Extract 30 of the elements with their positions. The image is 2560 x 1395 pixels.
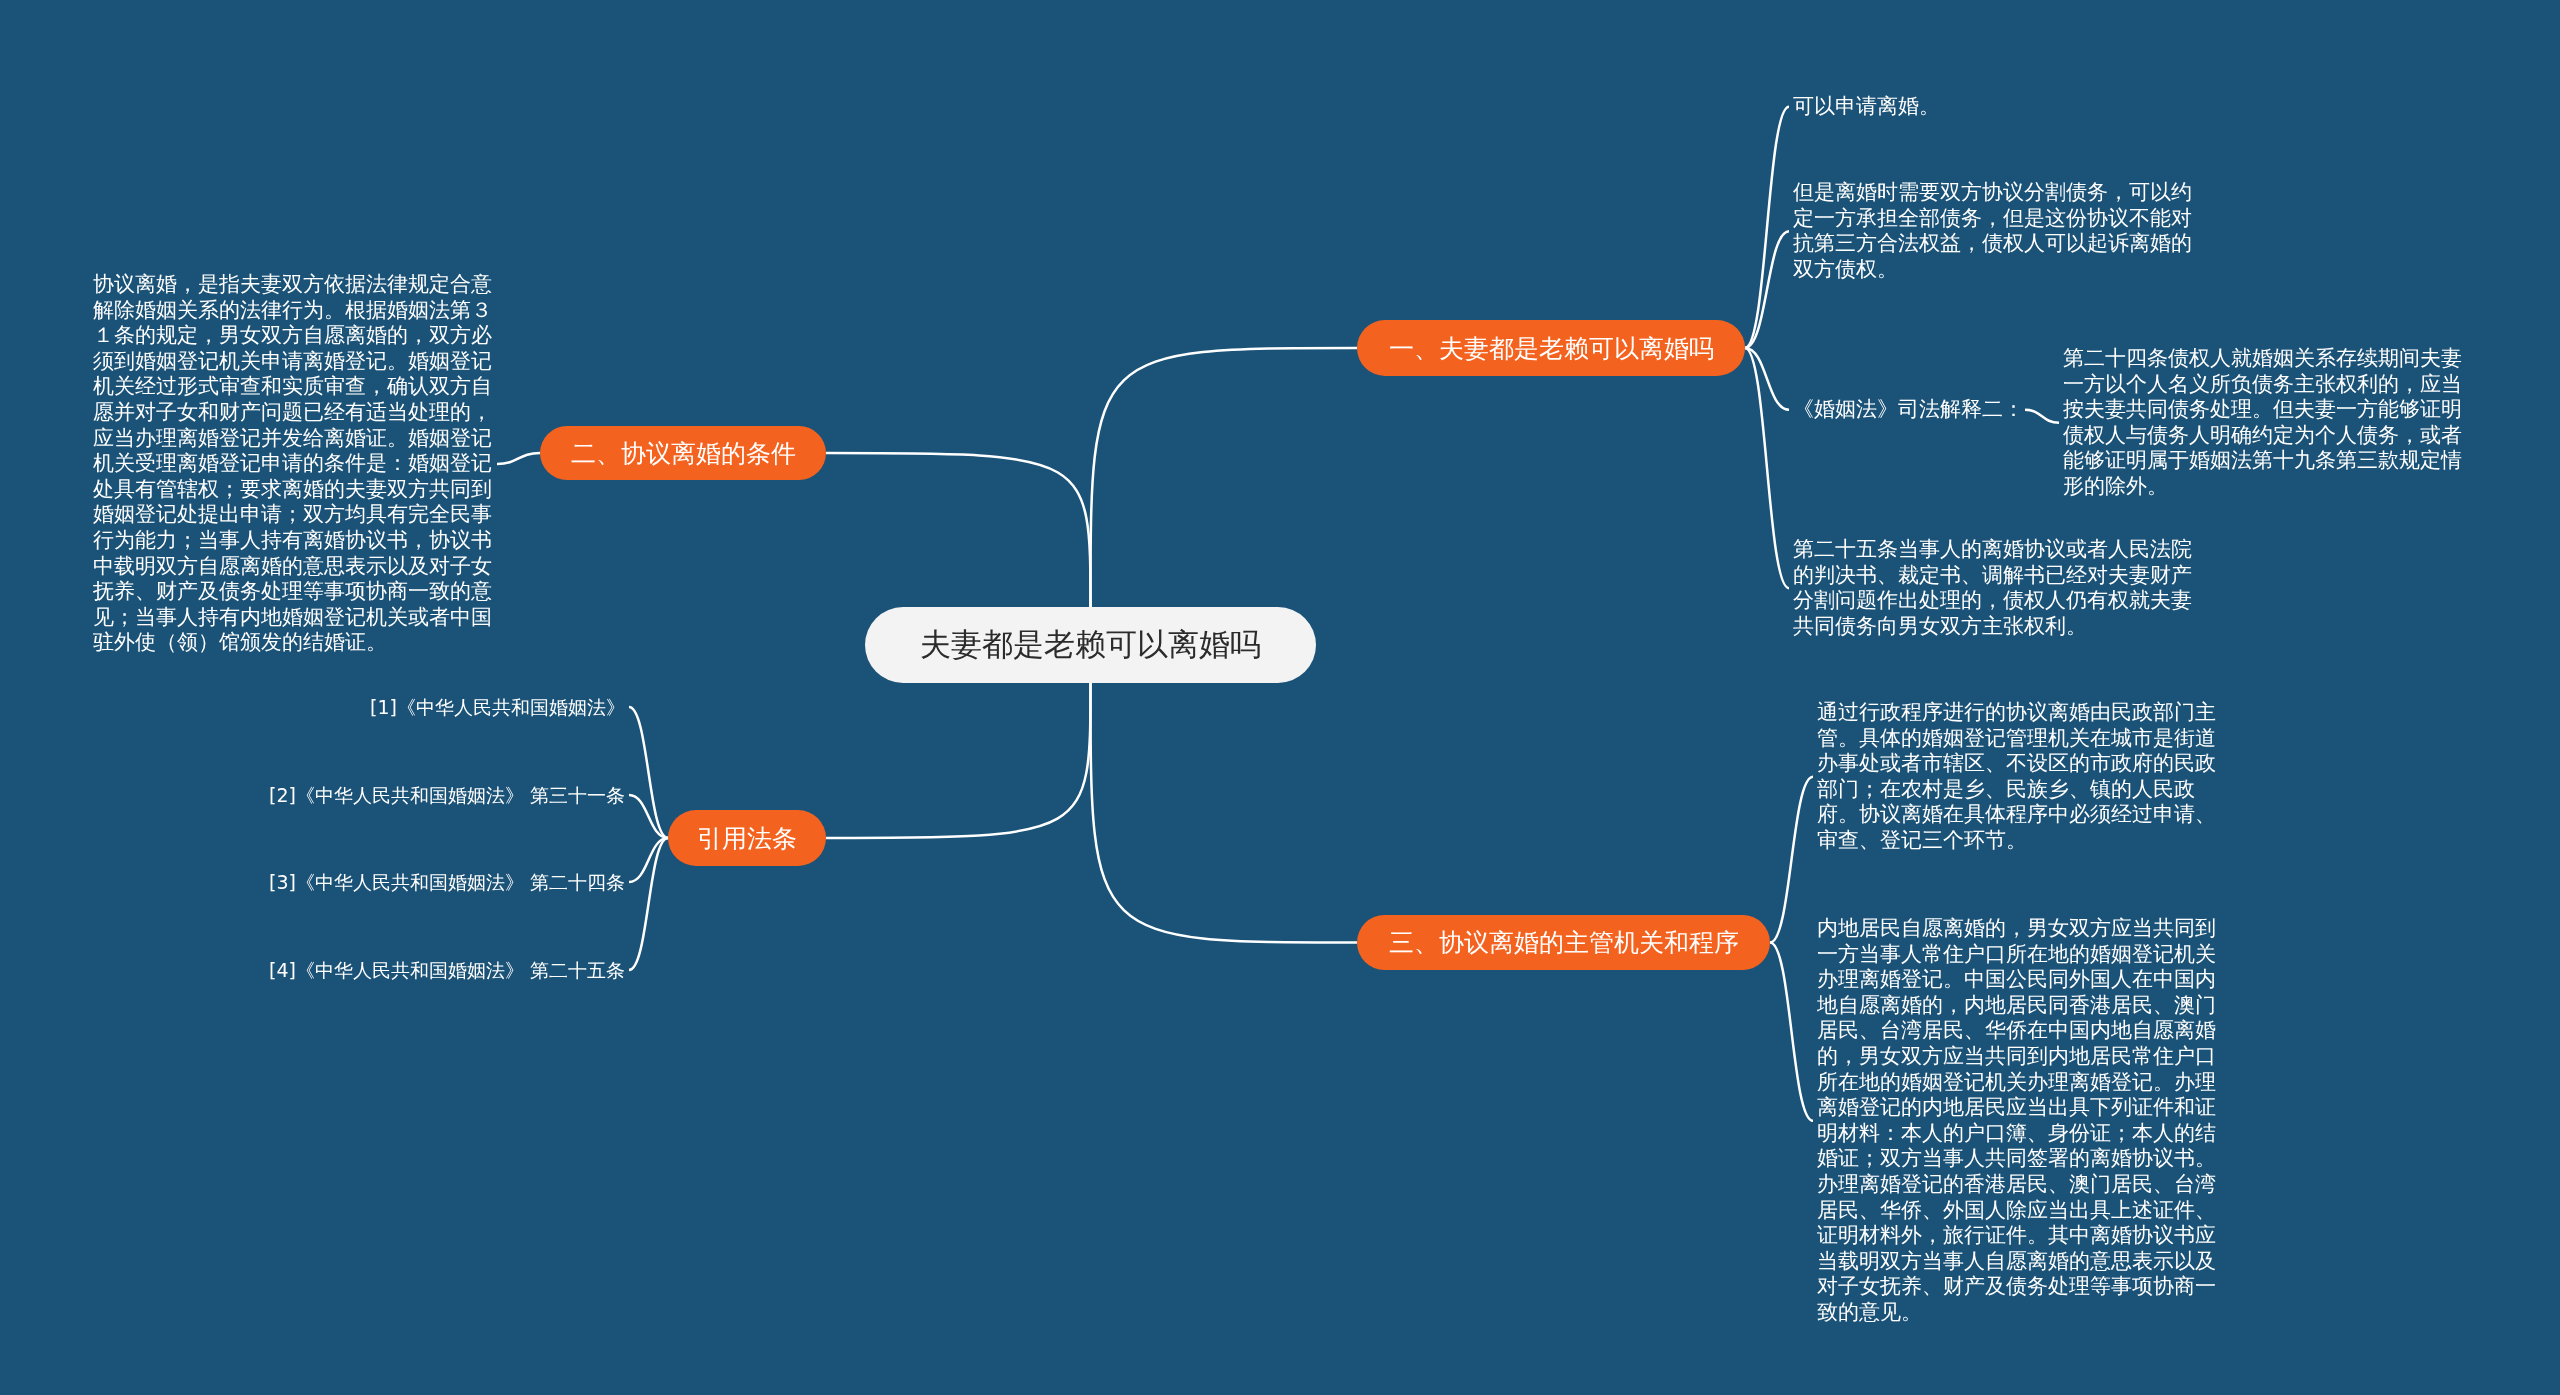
- topic-text: 可以申请离婚。: [1793, 94, 2193, 120]
- connector-line: [1744, 347, 1790, 590]
- topic-text: 第二十四条债权人就婚姻关系存续期间夫妻一方以个人名义所负债务主张权利的，应当按夫妻共同债务处理。但夫妻一方能够证明债权人与债务人明确约定为个人债务，或者能够证明属于婚姻法第十九条第三款规定情形的除外。: [2063, 346, 2478, 500]
- topic-text: 但是离婚时需要双方协议分割债务，可以约定一方承担全部债务，但是这份协议不能对抗第三方合法权益，债权人可以起诉离婚的双方债权。: [1793, 180, 2193, 283]
- connector-line: [496, 451, 541, 466]
- connector-line: [1744, 105, 1790, 349]
- connector-line: [628, 705, 669, 840]
- branch-topic: 二、协议离婚的条件: [540, 426, 826, 480]
- reference-text: [3]《中华人民共和国婚姻法》 第二十四条: [200, 869, 625, 895]
- connector-line: [628, 793, 669, 840]
- connector-line: [628, 836, 669, 972]
- connector-line: [1744, 230, 1790, 350]
- topic-text: 协议离婚，是指夫妻双方依据法律规定合意解除婚姻关系的法律行为。根据婚姻法第３１条的规定，男女双方自愿离婚的，双方必须到婚姻登记机关申请离婚登记。婚姻登记机关经过形式审查和实质审查，确认双方自愿并对子女和财产问题已经有适当处理的，应当办理离婚登记并发给离婚证。婚姻登记机关受理离婚登记申请的条件是：婚姻登记处具有管辖权；要求离婚的夫妻双方共同到婚姻登记处提出申请；双方均具有完全民事行为能力；当事人持有离婚协议书，协议书中载明双方自愿离婚的意思表示以及对子女抚养、财产及债务处理等事项协商一致的意见；当事人持有内地婚姻登记机关或者中国驻外使（领）馆颁发的结婚证。: [93, 272, 493, 656]
- branch-topic: 引用法条: [668, 810, 826, 866]
- connector-line: [826, 451, 1092, 607]
- central-topic: 夫妻都是老赖可以离婚吗: [865, 607, 1316, 683]
- reference-text: [2]《中华人民共和国婚姻法》 第三十一条: [200, 782, 625, 808]
- reference-text: [1]《中华人民共和国婚姻法》: [200, 694, 625, 720]
- connector-line: [1744, 346, 1790, 411]
- connector-line: [1769, 941, 1814, 1122]
- branch-topic: 三、协议离婚的主管机关和程序: [1357, 915, 1770, 970]
- topic-text: 第二十五条当事人的离婚协议或者人民法院的判决书、裁定书、调解书已经对夫妻财产分割问题作出处理的，债权人仍有权就夫妻共同债务向男女双方主张权利。: [1793, 537, 2193, 640]
- connector-line: [1089, 683, 1357, 944]
- topic-text: 通过行政程序进行的协议离婚由民政部门主管。具体的婚姻登记管理机关在城市是街道办事处或者市辖区、不设区的市政府的民政部门；在农村是乡、民族乡、镇的人民政府。协议离婚在具体程序中必须经过申请、审查、登记三个环节。: [1817, 700, 2217, 854]
- branch-topic: 一、夫妻都是老赖可以离婚吗: [1357, 320, 1745, 376]
- connector-line: [2024, 408, 2060, 425]
- connector-line: [1769, 775, 1814, 944]
- reference-text: [4]《中华人民共和国婚姻法》 第二十五条: [200, 957, 625, 983]
- topic-text: 《婚姻法》司法解释二：: [1793, 397, 2025, 423]
- topic-text: 内地居民自愿离婚的，男女双方应当共同到一方当事人常住户口所在地的婚姻登记机关办理离婚登记。中国公民同外国人在中国内地自愿离婚的，内地居民同香港居民、澳门居民、台湾居民、华侨在中国内地自愿离婚的，男女双方应当共同到内地居民常住户口所在地的婚姻登记机关办理离婚登记。办理离婚登记的内地居民应当出具下列证件和证明材料：本人的户口簿、身份证；本人的结婚证；双方当事人共同签署的离婚协议书。办理离婚登记的香港居民、澳门居民、台湾居民、华侨、外国人除应当出具上述证件、证明材料外，旅行证件。其中离婚协议书应当载明双方当事人自愿离婚的意思表示以及对子女抚养、财产及债务处理等事项协商一致的意见。: [1817, 916, 2217, 1326]
